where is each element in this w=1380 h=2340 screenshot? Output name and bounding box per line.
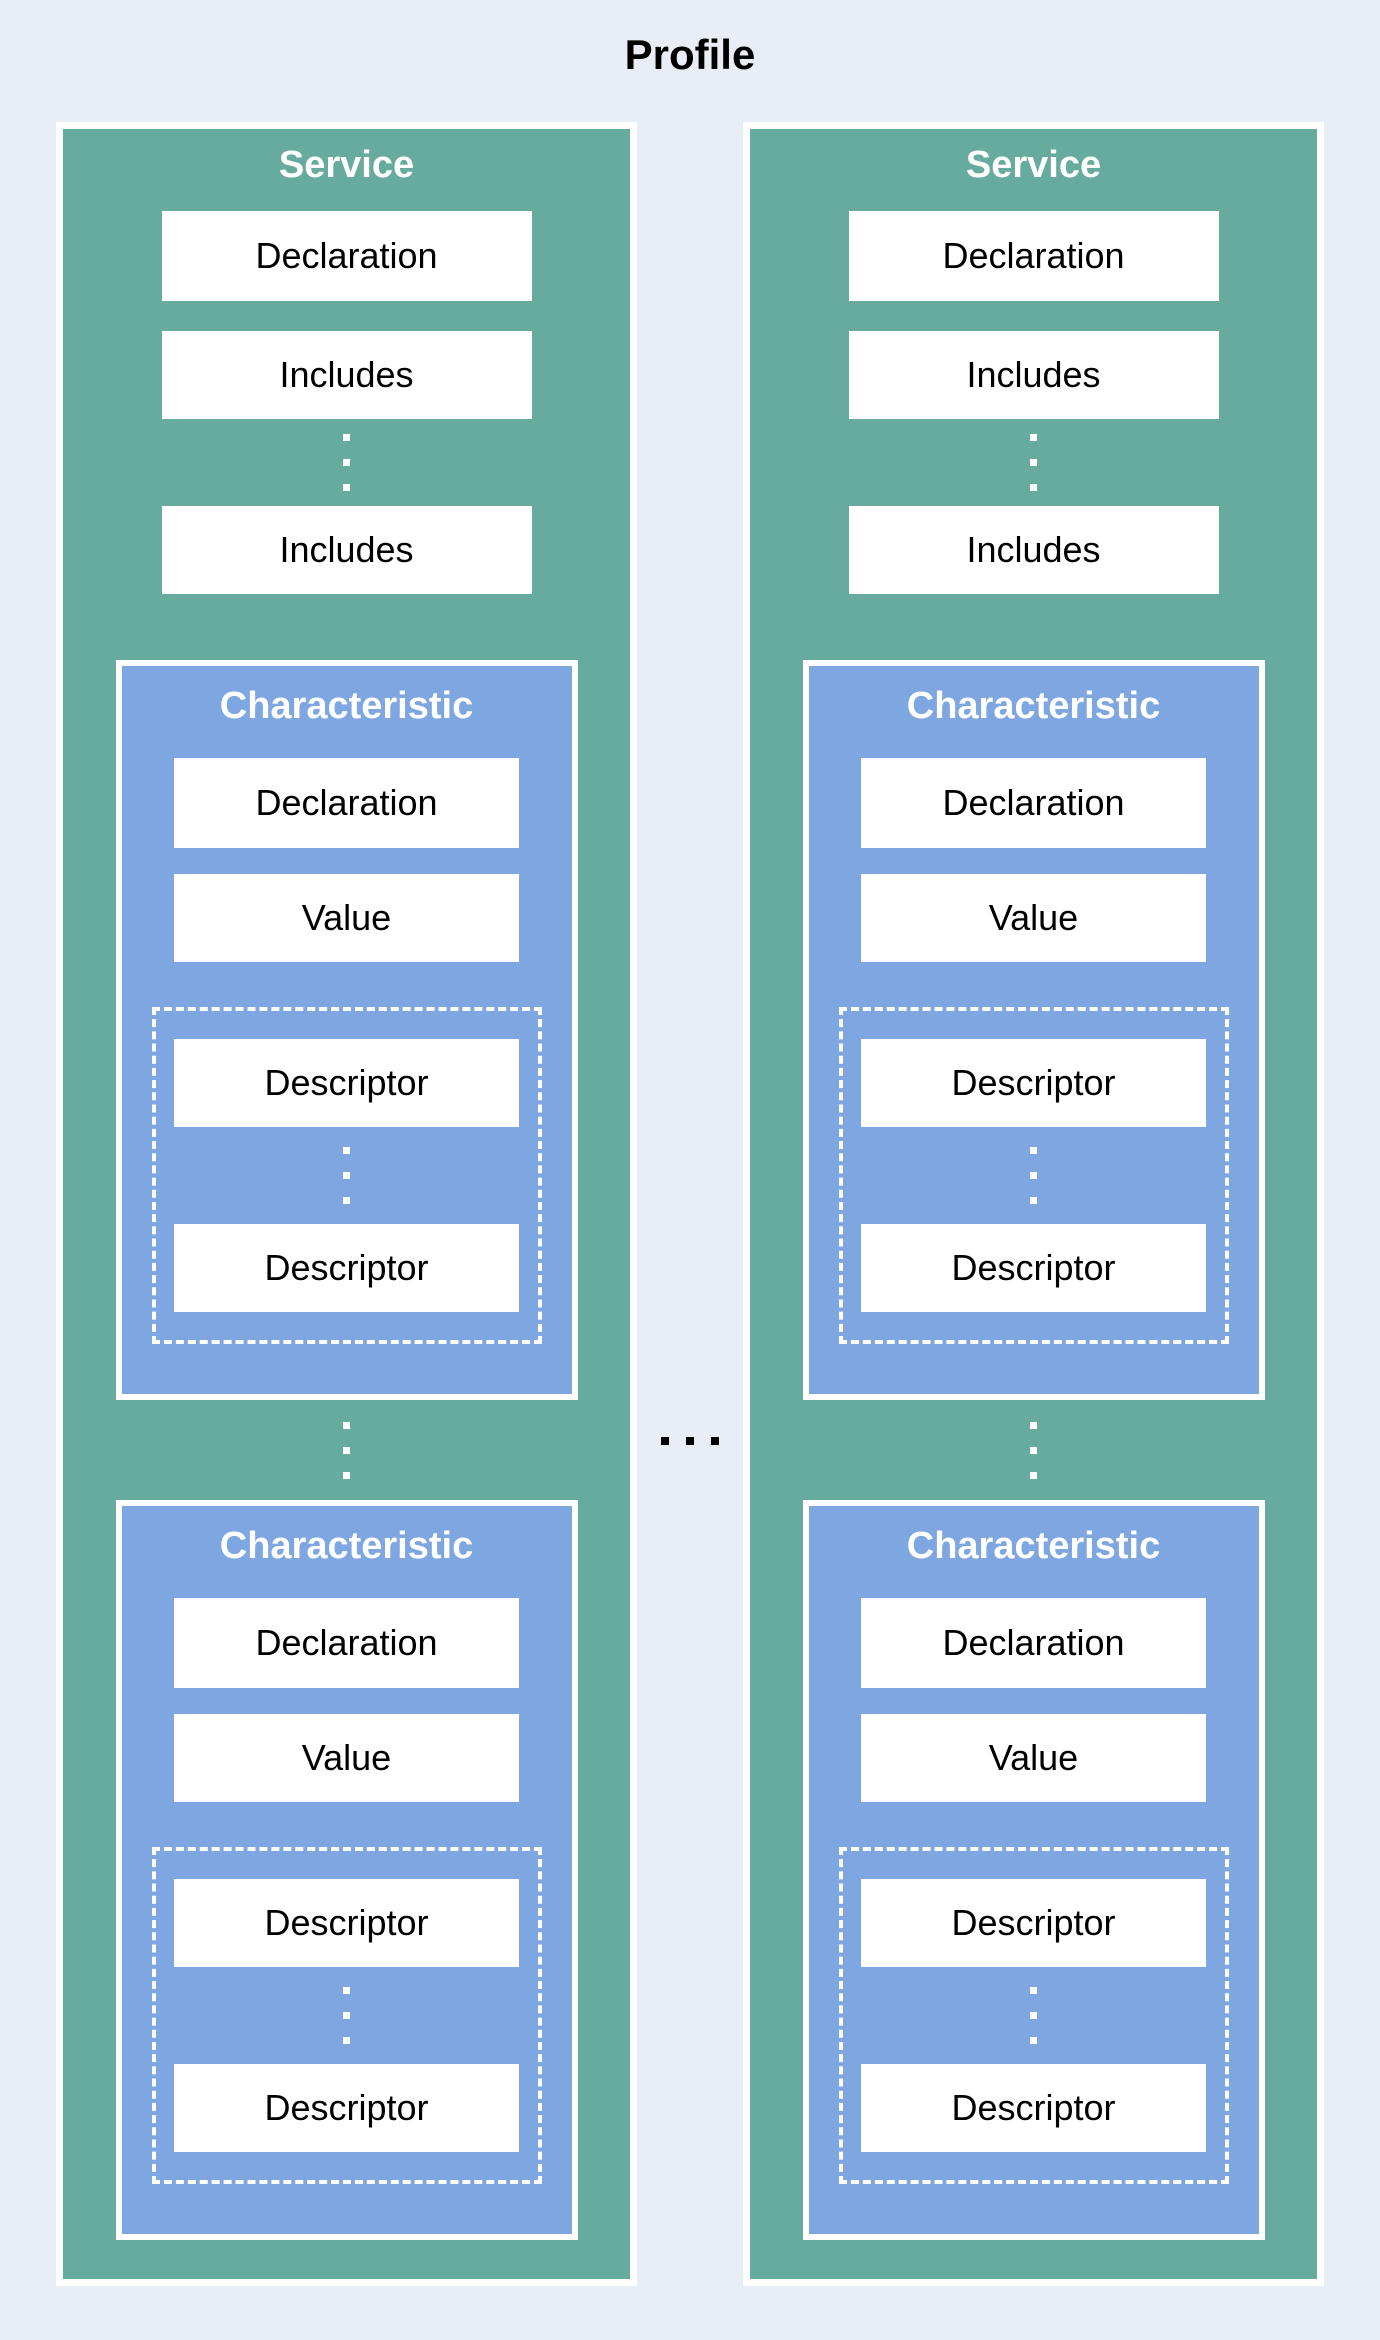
characteristic-value-box: Value	[861, 874, 1206, 962]
descriptor-box: Descriptor	[174, 2064, 519, 2152]
dot	[686, 1437, 694, 1445]
dot	[343, 459, 350, 466]
descriptor-box: Descriptor	[174, 1879, 519, 1967]
characteristic-declaration-box: Declaration	[861, 1598, 1206, 1688]
characteristic-box: Characteristic Declaration Value Descrip…	[802, 660, 1265, 1400]
descriptor-box: Descriptor	[861, 1879, 1206, 1967]
service-box: Service Declaration Includes Includes Ch…	[56, 122, 637, 2286]
characteristic-header: Characteristic	[906, 1525, 1161, 1567]
dot	[343, 1172, 350, 1179]
characteristic-value-box: Value	[174, 1714, 519, 1802]
characteristic-declaration-box: Declaration	[174, 758, 519, 848]
service-includes-box: Includes	[848, 331, 1219, 419]
dot	[1030, 459, 1037, 466]
diagram-title: Profile	[624, 31, 756, 78]
descriptor-group: Descriptor Descriptor	[838, 1847, 1229, 2184]
dot	[1030, 1987, 1037, 1994]
vertical-ellipsis	[343, 1967, 350, 2064]
dot	[661, 1437, 669, 1445]
dot	[343, 1446, 350, 1454]
vertical-ellipsis	[343, 1127, 350, 1224]
dot	[343, 1147, 350, 1154]
dot	[1030, 434, 1037, 441]
vertical-ellipsis	[1030, 1400, 1037, 1500]
descriptor-group: Descriptor Descriptor	[838, 1007, 1229, 1344]
dot	[343, 1421, 350, 1429]
characteristic-value-box: Value	[174, 874, 519, 962]
service-includes-box: Includes	[848, 506, 1219, 594]
characteristic-declaration-box: Declaration	[861, 758, 1206, 848]
characteristic-declaration-box: Declaration	[174, 1598, 519, 1688]
dot	[343, 434, 350, 441]
characteristic-header: Characteristic	[906, 685, 1161, 727]
characteristic-box: Characteristic Declaration Value Descrip…	[115, 1500, 578, 2240]
dot	[1030, 1172, 1037, 1179]
descriptor-box: Descriptor	[174, 1039, 519, 1127]
dot	[343, 1471, 350, 1479]
descriptor-box: Descriptor	[861, 1039, 1206, 1127]
dot	[1030, 2012, 1037, 2019]
service-columns: Service Declaration Includes Includes Ch…	[0, 122, 1380, 2286]
vertical-ellipsis	[343, 419, 350, 506]
dot	[343, 484, 350, 491]
vertical-ellipsis	[1030, 1967, 1037, 2064]
dot	[1030, 484, 1037, 491]
vertical-ellipsis	[1030, 1127, 1037, 1224]
dot	[1030, 1147, 1037, 1154]
descriptor-group: Descriptor Descriptor	[151, 1007, 542, 1344]
descriptor-group: Descriptor Descriptor	[151, 1847, 542, 2184]
service-header: Service	[278, 144, 415, 186]
characteristic-value-box: Value	[861, 1714, 1206, 1802]
service-declaration-box: Declaration	[848, 211, 1219, 301]
dot	[343, 2037, 350, 2044]
dot	[1030, 2037, 1037, 2044]
descriptor-box: Descriptor	[174, 1224, 519, 1312]
characteristic-header: Characteristic	[219, 685, 474, 727]
characteristic-box: Characteristic Declaration Value Descrip…	[802, 1500, 1265, 2240]
dot	[1030, 1197, 1037, 1204]
service-box: Service Declaration Includes Includes Ch…	[743, 122, 1324, 2286]
dot	[1030, 1471, 1037, 1479]
service-header: Service	[965, 144, 1102, 186]
descriptor-box: Descriptor	[861, 2064, 1206, 2152]
vertical-ellipsis	[1030, 419, 1037, 506]
horizontal-ellipsis	[661, 1437, 719, 1445]
service-includes-box: Includes	[161, 331, 532, 419]
dot	[343, 1197, 350, 1204]
dot	[343, 2012, 350, 2019]
service-includes-box: Includes	[161, 506, 532, 594]
characteristic-header: Characteristic	[219, 1525, 474, 1567]
dot	[343, 1987, 350, 1994]
dot	[1030, 1446, 1037, 1454]
dot	[1030, 1421, 1037, 1429]
descriptor-box: Descriptor	[861, 1224, 1206, 1312]
dot	[711, 1437, 719, 1445]
vertical-ellipsis	[343, 1400, 350, 1500]
service-declaration-box: Declaration	[161, 211, 532, 301]
characteristic-box: Characteristic Declaration Value Descrip…	[115, 660, 578, 1400]
